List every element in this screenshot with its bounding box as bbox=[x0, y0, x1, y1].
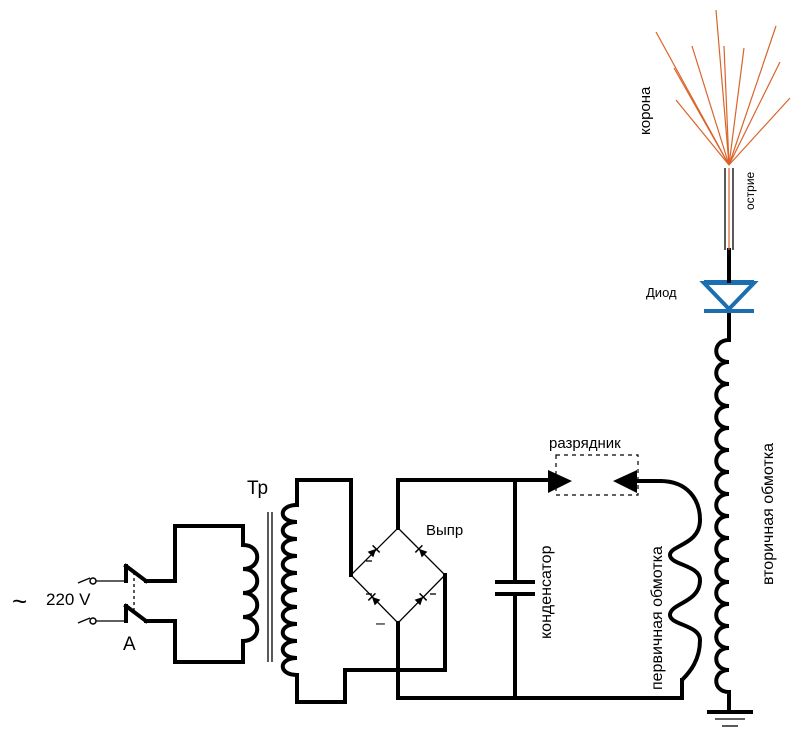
mains-voltage-label: 220 V bbox=[46, 590, 91, 609]
rectifier-minus: – bbox=[376, 615, 385, 632]
spark-gap bbox=[515, 454, 662, 496]
mains-input: ~ 220 V bbox=[12, 577, 126, 625]
transformer-label: Тр bbox=[247, 478, 268, 499]
rectifier-bridge bbox=[350, 527, 446, 624]
terminal-top bbox=[89, 577, 97, 585]
primary-circuit-wires bbox=[144, 524, 245, 664]
rectifier-label: Выпр bbox=[426, 522, 463, 539]
switch-label: A bbox=[123, 634, 136, 655]
corona-discharge bbox=[655, 9, 791, 166]
spark-gap-left-electrode bbox=[548, 470, 572, 493]
spark-gap-label: разрядник bbox=[549, 435, 621, 452]
capacitor bbox=[495, 478, 535, 700]
transformer-primary-coil bbox=[242, 543, 260, 643]
ground-icon bbox=[707, 710, 753, 727]
tip-label: острие bbox=[743, 171, 757, 210]
mains-symbol: ~ bbox=[12, 586, 27, 616]
tip-needle bbox=[724, 168, 734, 250]
primary-winding bbox=[513, 479, 703, 700]
dc-wires bbox=[345, 478, 519, 700]
secondary-winding-label: вторичная обмотка bbox=[760, 443, 777, 585]
secondary-winding bbox=[714, 312, 731, 712]
terminal-bottom bbox=[89, 617, 97, 625]
primary-winding-label: первичная обмотка bbox=[649, 546, 666, 690]
bridge-diode-1 bbox=[367, 544, 381, 558]
transformer-secondary-coil bbox=[280, 503, 298, 677]
mains-switch: A bbox=[123, 563, 149, 655]
corona-label: корона bbox=[637, 86, 654, 135]
transformer-core bbox=[267, 512, 273, 662]
output-diode bbox=[699, 248, 759, 313]
spark-gap-right-electrode bbox=[613, 470, 637, 493]
capacitor-label: конденсатор bbox=[538, 545, 555, 639]
diode-label: Диод bbox=[646, 285, 677, 300]
rectifier-input-wires bbox=[295, 478, 447, 704]
